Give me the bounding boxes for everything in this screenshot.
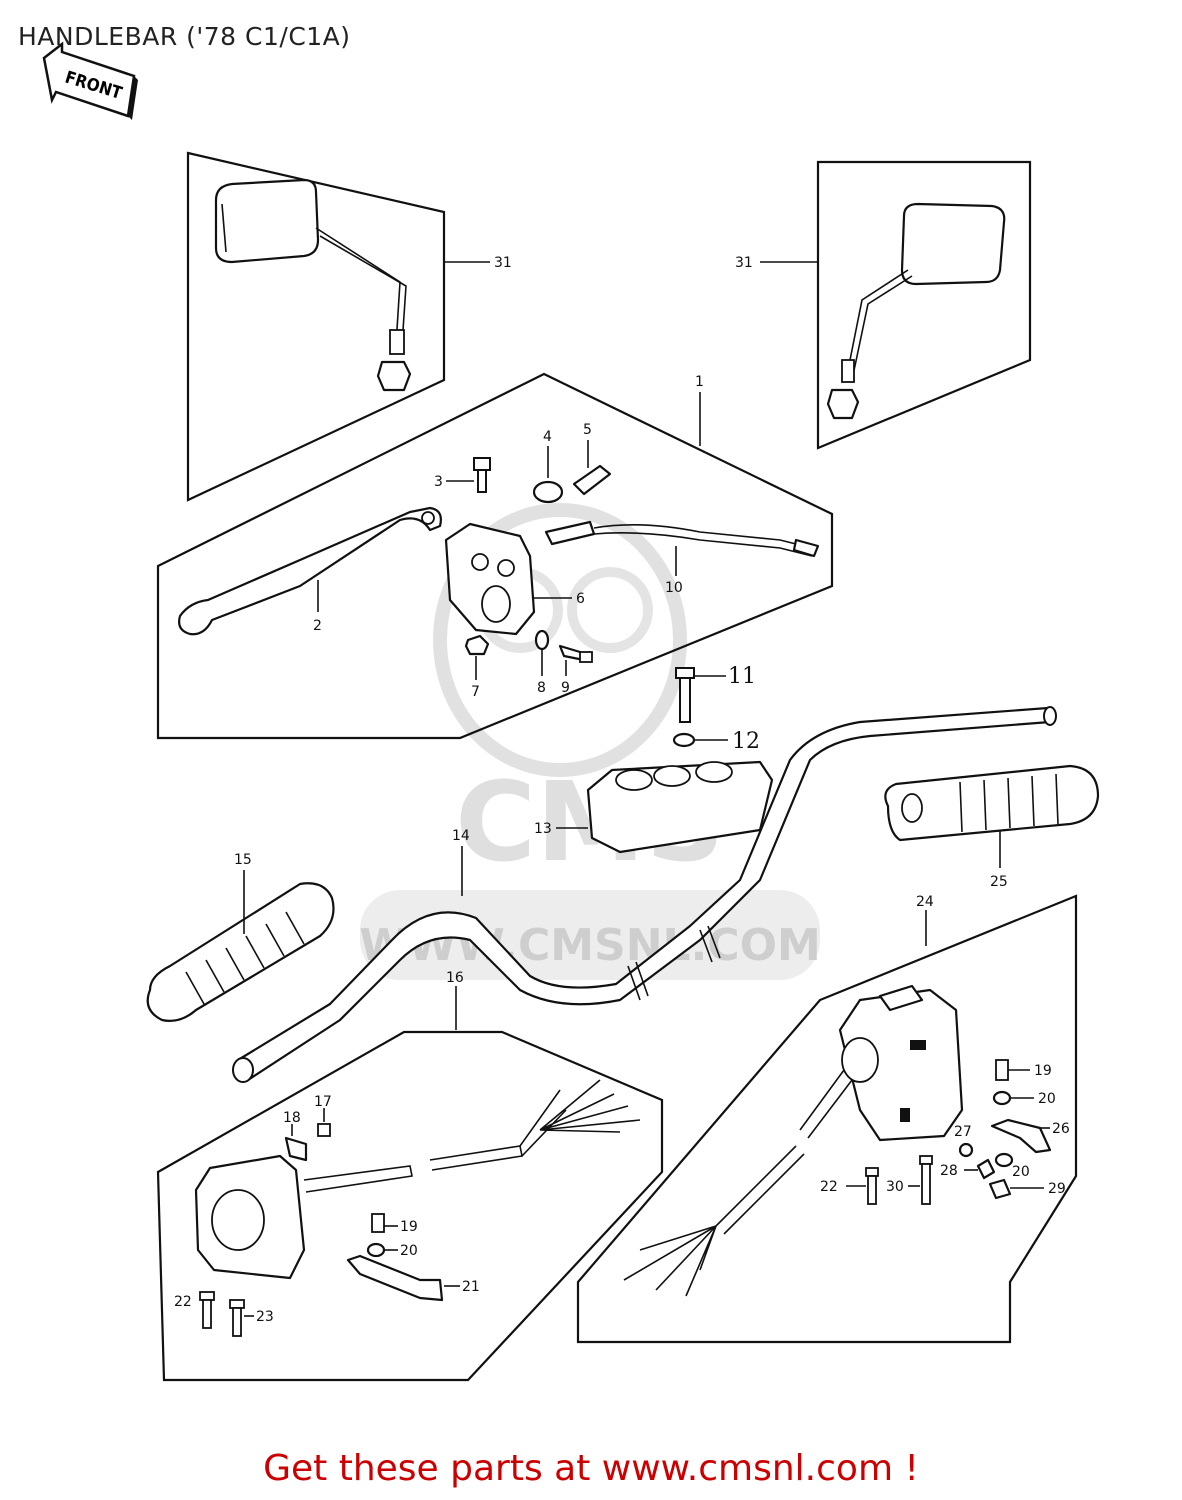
left-switch-frame	[156, 1030, 664, 1382]
callout-29: 29	[1048, 1181, 1066, 1197]
screw-30	[919, 1155, 933, 1205]
clutch-lever	[178, 506, 442, 636]
callout-22-right: 22	[820, 1179, 838, 1195]
right-mirror-group: 31	[735, 160, 1032, 450]
right-switch-frame	[576, 894, 1078, 1344]
callout-28: 28	[940, 1163, 958, 1179]
lever-bracket-6	[444, 522, 536, 636]
left-mirror	[214, 178, 412, 392]
screw-22-left	[199, 1291, 215, 1329]
lever-assembly-frame	[156, 372, 834, 740]
washer-12	[672, 732, 696, 748]
callout-16: 16	[446, 970, 464, 986]
callout-19-right: 19	[1034, 1063, 1052, 1079]
washer-8	[534, 629, 550, 651]
lever-26	[990, 1118, 1052, 1154]
screw-17	[317, 1123, 331, 1137]
callout-7: 7	[471, 684, 480, 700]
callout-20-right-2: 20	[1012, 1164, 1030, 1180]
washer-20-right-2	[994, 1152, 1014, 1168]
left-mirror-group: 31	[186, 151, 512, 502]
right-switch-housing	[623, 984, 964, 1297]
callout-5: 5	[583, 422, 592, 438]
bracket-18	[284, 1136, 308, 1162]
screw-22-right	[865, 1167, 879, 1205]
washer-20-left	[366, 1242, 386, 1258]
callout-9: 9	[561, 680, 570, 696]
callout-15: 15	[234, 852, 252, 868]
left-switch-housing	[194, 1079, 641, 1280]
callout-17: 17	[314, 1094, 332, 1110]
callout-23: 23	[256, 1309, 274, 1325]
callout-20-left: 20	[400, 1243, 418, 1259]
bolt-9	[558, 644, 593, 663]
callout-14: 14	[452, 828, 470, 844]
handlebar-14	[232, 706, 1057, 1083]
callout-8: 8	[537, 680, 546, 696]
callout-20-right: 20	[1038, 1091, 1056, 1107]
page-title: HANDLEBAR ('78 C1/C1A)	[18, 22, 351, 51]
callout-6: 6	[576, 591, 585, 607]
nut-7	[464, 634, 490, 656]
screw-19-left	[371, 1213, 385, 1233]
holder-bolt-11	[675, 667, 695, 723]
cable-adjuster-5	[572, 464, 612, 496]
front-arrow-icon: FRONT	[42, 41, 138, 120]
callout-18: 18	[283, 1110, 301, 1126]
callout-19-left: 19	[400, 1219, 418, 1235]
spring-28	[976, 1158, 996, 1180]
pivot-bolt-3	[473, 457, 491, 493]
lever-21	[346, 1254, 444, 1302]
right-switch-group: 24 19 20 26 27 28 20 29	[576, 894, 1078, 1344]
clutch-switch-10	[544, 520, 820, 558]
left-mirror-frame	[186, 151, 446, 502]
right-mirror	[826, 202, 1006, 420]
callout-22-left: 22	[174, 1294, 192, 1310]
callout-25: 25	[990, 874, 1008, 890]
callout-11: 11	[728, 664, 756, 689]
callout-4: 4	[543, 429, 552, 445]
callout-27: 27	[954, 1124, 972, 1140]
right-grip-25	[884, 764, 1100, 842]
callout-21: 21	[462, 1279, 480, 1295]
footer-shop-link[interactable]: Get these parts at www.cmsnl.com !	[263, 1448, 919, 1489]
callout-24: 24	[916, 894, 934, 910]
screw-19-right	[995, 1059, 1009, 1081]
left-grip-15	[146, 882, 335, 1022]
dust-cap-4	[532, 480, 564, 504]
callout-31-right: 31	[735, 255, 753, 271]
callout-10: 10	[665, 580, 683, 596]
callout-13: 13	[534, 821, 552, 837]
cap-29	[988, 1178, 1012, 1200]
callout-12: 12	[732, 729, 760, 754]
lever-assembly-group: 1 2 3 4 5 6	[156, 372, 834, 740]
callout-31-left: 31	[494, 255, 512, 271]
callout-26: 26	[1052, 1121, 1070, 1137]
left-switch-group: 16 18 17 19 20 21 22 23	[156, 970, 664, 1382]
callout-3: 3	[434, 474, 443, 490]
handlebar-holder-13	[586, 760, 774, 854]
washer-20-right	[992, 1090, 1012, 1106]
callout-1: 1	[695, 374, 704, 390]
callout-30: 30	[886, 1179, 904, 1195]
right-mirror-frame	[816, 160, 1032, 450]
ball-27	[958, 1142, 974, 1158]
screw-23	[229, 1299, 245, 1337]
callout-2: 2	[313, 618, 322, 634]
